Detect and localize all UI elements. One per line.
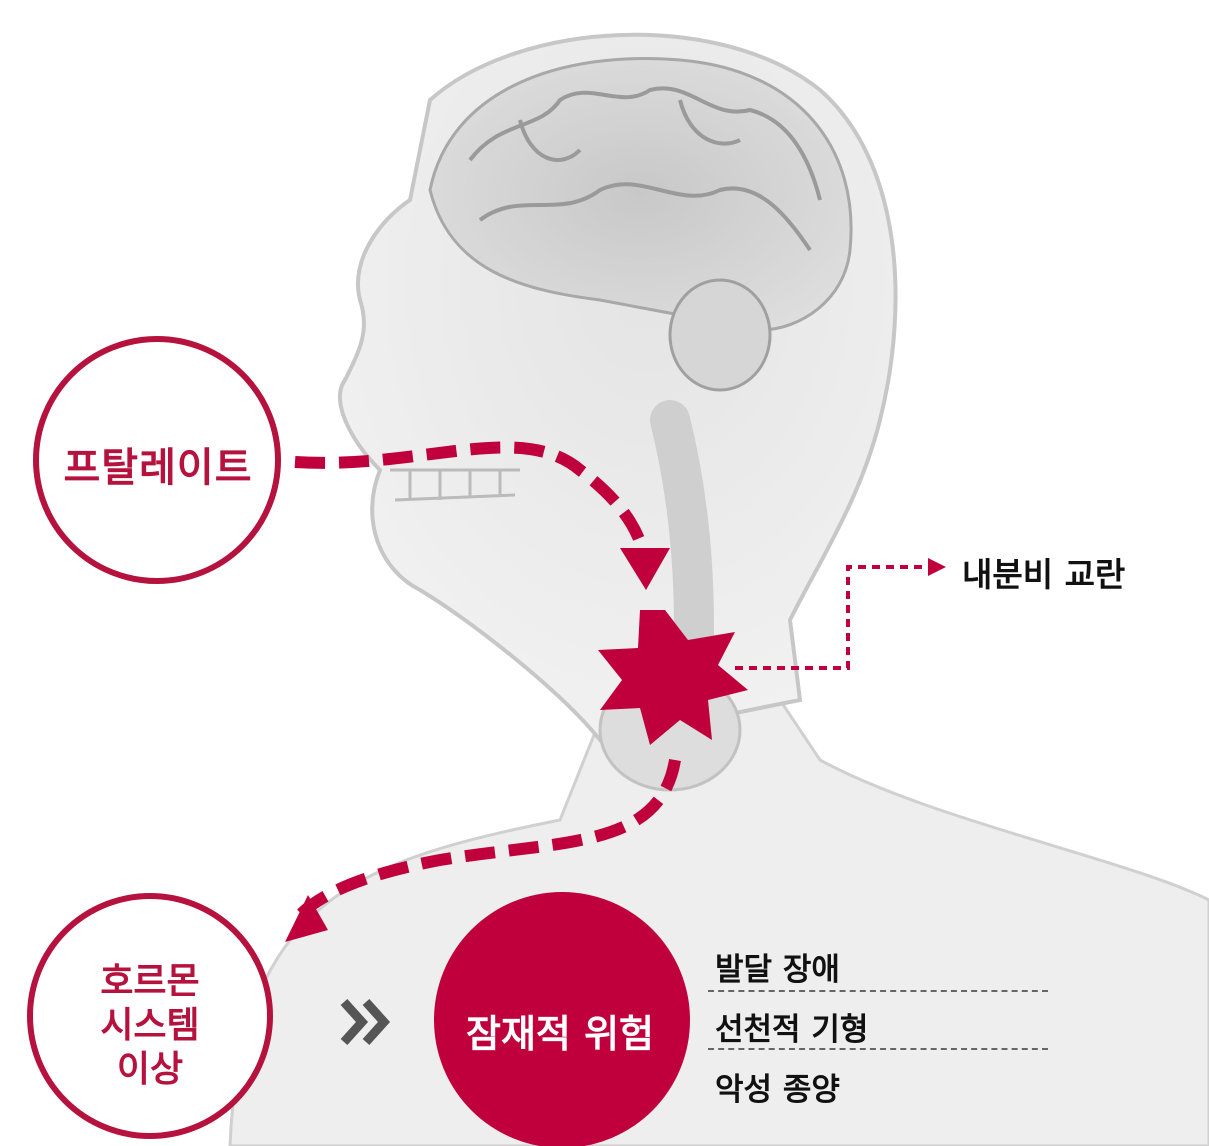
- cerebellum: [670, 280, 770, 390]
- hormone-label: 호르몬 시스템 이상: [60, 960, 240, 1092]
- risk-item: 악성 종양: [715, 1064, 840, 1109]
- hormone-label-line-1: 호르몬: [60, 960, 240, 1004]
- hormone-label-line-2: 시스템: [60, 1004, 240, 1048]
- arrowhead-right-icon: [928, 558, 946, 576]
- divider: [708, 990, 1048, 992]
- risk-item: 발달 장애: [715, 944, 840, 989]
- phthalate-label: 프탈레이트: [58, 435, 258, 493]
- divider: [708, 1048, 1048, 1050]
- risk-label: 잠재적 위험: [420, 1003, 700, 1058]
- endocrine-label: 내분비 교란: [962, 548, 1125, 596]
- hormone-label-line-3: 이상: [60, 1048, 240, 1092]
- risk-item: 선천적 기형: [715, 1004, 868, 1049]
